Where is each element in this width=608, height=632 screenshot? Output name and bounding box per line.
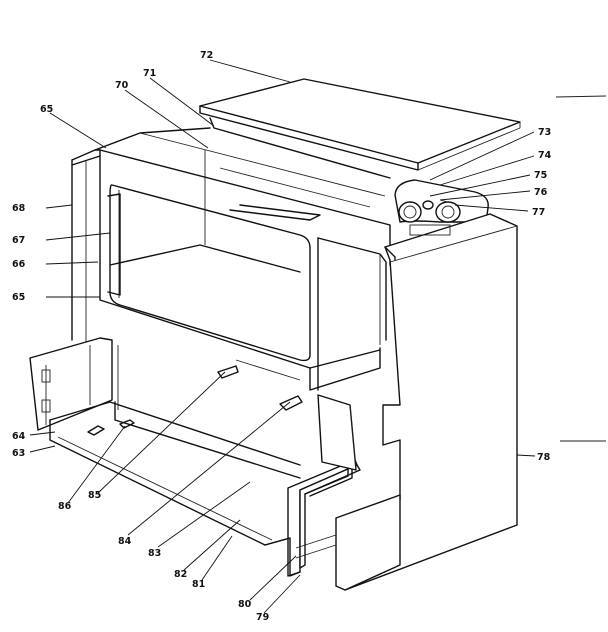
top-panel-part (199, 78, 521, 171)
callout-68: 68 (12, 203, 26, 214)
callout-65-top: 65 (40, 104, 53, 115)
callout-76: 76 (534, 187, 548, 198)
callout-72: 72 (200, 50, 213, 61)
callout-80: 80 (238, 599, 252, 610)
callout-labels: 72 71 70 65 73 74 75 76 77 68 67 66 65 7… (12, 50, 552, 623)
callout-65-mid: 65 (12, 292, 25, 303)
cabinet-frame-part (71, 149, 391, 391)
callout-82: 82 (174, 569, 187, 580)
callout-84: 84 (118, 536, 132, 547)
callout-71: 71 (143, 68, 156, 79)
callout-75: 75 (534, 170, 547, 181)
callout-78: 78 (537, 452, 551, 463)
control-knobs-part (394, 179, 489, 223)
callout-79: 79 (256, 612, 269, 623)
callout-74: 74 (538, 150, 552, 161)
leader-lines (29, 59, 536, 614)
callout-77: 77 (532, 207, 545, 218)
callout-86: 86 (58, 501, 72, 512)
callout-85: 85 (88, 490, 101, 501)
callout-70: 70 (115, 80, 129, 91)
margin-mark-top (555, 95, 607, 98)
callout-67: 67 (12, 235, 25, 246)
callout-63: 63 (12, 448, 25, 459)
callout-66: 66 (12, 259, 26, 270)
callout-83: 83 (148, 548, 161, 559)
callout-64: 64 (12, 431, 26, 442)
callout-73: 73 (538, 127, 551, 138)
top-rail-part (94, 117, 391, 245)
callout-81: 81 (192, 579, 205, 590)
lower-cabinet-part (29, 337, 401, 591)
